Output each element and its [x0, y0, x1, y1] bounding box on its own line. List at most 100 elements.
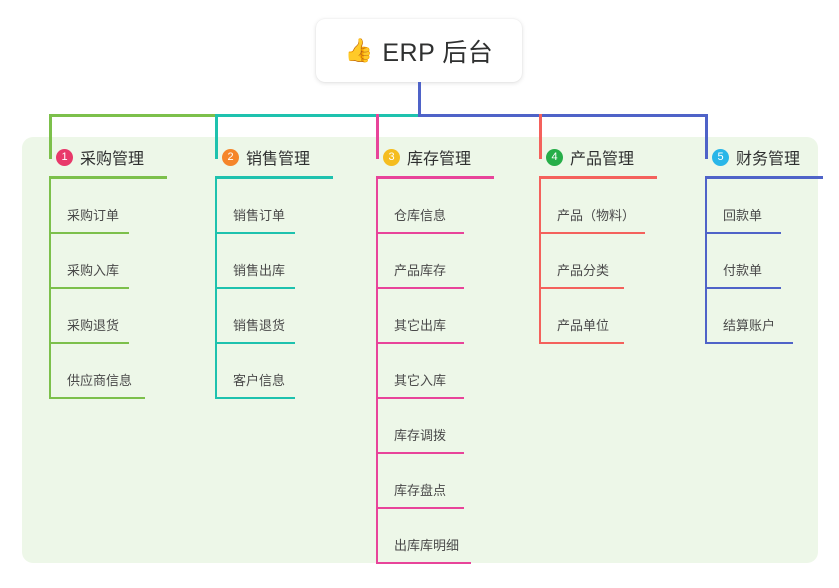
- column-title: 库存管理: [407, 151, 472, 168]
- bar-green: [49, 114, 218, 117]
- column-header-5[interactable]: 5 财务管理: [694, 145, 823, 169]
- leaf-underline: [705, 287, 781, 289]
- leaf-label: 其它入库: [394, 373, 447, 388]
- column-items: 采购订单采购入库采购退货供应商信息: [49, 179, 167, 399]
- leaf-label: 出库库明细: [394, 538, 460, 553]
- leaf-item[interactable]: 采购退货: [49, 289, 167, 344]
- drop-col-4: [539, 114, 542, 159]
- root-node-card[interactable]: 👍 ERP 后台: [316, 19, 522, 82]
- leaf-item[interactable]: 销售退货: [215, 289, 333, 344]
- drop-col-5: [705, 114, 708, 159]
- column-items: 销售订单销售出库销售退货客户信息: [215, 179, 333, 399]
- leaf-label: 产品单位: [557, 318, 610, 333]
- column-title: 采购管理: [80, 151, 145, 168]
- leaf-item[interactable]: 其它出库: [376, 289, 494, 344]
- leaf-stem: [376, 234, 378, 289]
- root-stem: [418, 82, 421, 117]
- leaf-underline: [376, 452, 464, 454]
- leaf-stem: [705, 179, 707, 234]
- column-title: 财务管理: [736, 151, 801, 168]
- leaf-underline: [539, 342, 624, 344]
- number-badge-5: 5: [712, 148, 729, 166]
- column-header-1[interactable]: 1 采购管理: [38, 145, 167, 169]
- leaf-underline: [705, 342, 793, 344]
- column-1: 1 采购管理采购订单采购入库采购退货供应商信息: [38, 145, 167, 399]
- leaf-label: 其它出库: [394, 318, 447, 333]
- leaf-item[interactable]: 库存调拨: [376, 399, 494, 454]
- leaf-stem: [376, 289, 378, 344]
- leaf-label: 结算账户: [723, 318, 776, 333]
- content-panel: [22, 137, 818, 563]
- leaf-underline: [215, 232, 295, 234]
- leaf-stem: [215, 179, 217, 234]
- leaf-item[interactable]: 供应商信息: [49, 344, 167, 399]
- leaf-stem: [215, 289, 217, 344]
- column-header-4[interactable]: 4 产品管理: [528, 145, 657, 169]
- leaf-stem: [705, 289, 707, 344]
- column-4: 4 产品管理产品（物料） 产品分类产品单位: [528, 145, 657, 344]
- leaf-item[interactable]: 回款单: [705, 179, 823, 234]
- leaf-stem: [49, 289, 51, 344]
- leaf-label: 产品（物料）: [557, 208, 636, 223]
- leaf-item[interactable]: 产品库存: [376, 234, 494, 289]
- number-badge-2: 2: [222, 148, 239, 166]
- leaf-label: 采购订单: [67, 208, 120, 223]
- leaf-underline: [376, 397, 464, 399]
- leaf-item[interactable]: 其它入库: [376, 344, 494, 399]
- number-badge-1: 1: [56, 148, 73, 166]
- leaf-item[interactable]: 产品（物料）: [539, 179, 657, 234]
- leaf-item[interactable]: 结算账户: [705, 289, 823, 344]
- leaf-label: 产品库存: [394, 263, 447, 278]
- number-badge-4: 4: [546, 148, 563, 166]
- leaf-underline: [215, 342, 295, 344]
- drop-col-3: [376, 114, 379, 159]
- leaf-stem: [49, 234, 51, 289]
- leaf-stem: [49, 179, 51, 234]
- leaf-underline: [376, 562, 471, 564]
- column-5: 5 财务管理回款单付款单结算账户: [694, 145, 823, 344]
- leaf-item[interactable]: 采购入库: [49, 234, 167, 289]
- leaf-item[interactable]: 采购订单: [49, 179, 167, 234]
- leaf-stem: [376, 344, 378, 399]
- leaf-stem: [376, 454, 378, 509]
- leaf-label: 销售退货: [233, 318, 286, 333]
- column-underline: [49, 176, 167, 179]
- leaf-label: 采购入库: [67, 263, 120, 278]
- leaf-item[interactable]: 产品分类: [539, 234, 657, 289]
- leaf-item[interactable]: 库存盘点: [376, 454, 494, 509]
- column-items: 产品（物料） 产品分类产品单位: [539, 179, 657, 344]
- leaf-label: 销售出库: [233, 263, 286, 278]
- thumbs-up-icon: 👍: [344, 37, 374, 63]
- leaf-label: 付款单: [723, 263, 763, 278]
- leaf-stem: [539, 179, 541, 234]
- column-items: 仓库信息产品库存其它出库其它入库库存调拨库存盘点出库库明细: [376, 179, 494, 564]
- leaf-item[interactable]: 付款单: [705, 234, 823, 289]
- leaf-underline: [215, 287, 295, 289]
- leaf-stem: [705, 234, 707, 289]
- column-underline: [705, 176, 823, 179]
- leaf-item[interactable]: 销售出库: [215, 234, 333, 289]
- leaf-underline: [376, 232, 464, 234]
- leaf-item[interactable]: 产品单位: [539, 289, 657, 344]
- leaf-label: 仓库信息: [394, 208, 447, 223]
- leaf-item[interactable]: 仓库信息: [376, 179, 494, 234]
- leaf-underline: [215, 397, 295, 399]
- leaf-item[interactable]: 出库库明细: [376, 509, 494, 564]
- leaf-label: 供应商信息: [67, 373, 133, 388]
- leaf-underline: [376, 342, 464, 344]
- leaf-item[interactable]: 销售订单: [215, 179, 333, 234]
- leaf-underline: [49, 342, 129, 344]
- leaf-label: 库存调拨: [394, 428, 447, 443]
- leaf-item[interactable]: 客户信息: [215, 344, 333, 399]
- leaf-label: 客户信息: [233, 373, 286, 388]
- column-underline: [376, 176, 494, 179]
- column-title: 产品管理: [570, 151, 635, 168]
- drop-col-2: [215, 114, 218, 159]
- leaf-stem: [376, 179, 378, 234]
- leaf-label: 库存盘点: [394, 483, 447, 498]
